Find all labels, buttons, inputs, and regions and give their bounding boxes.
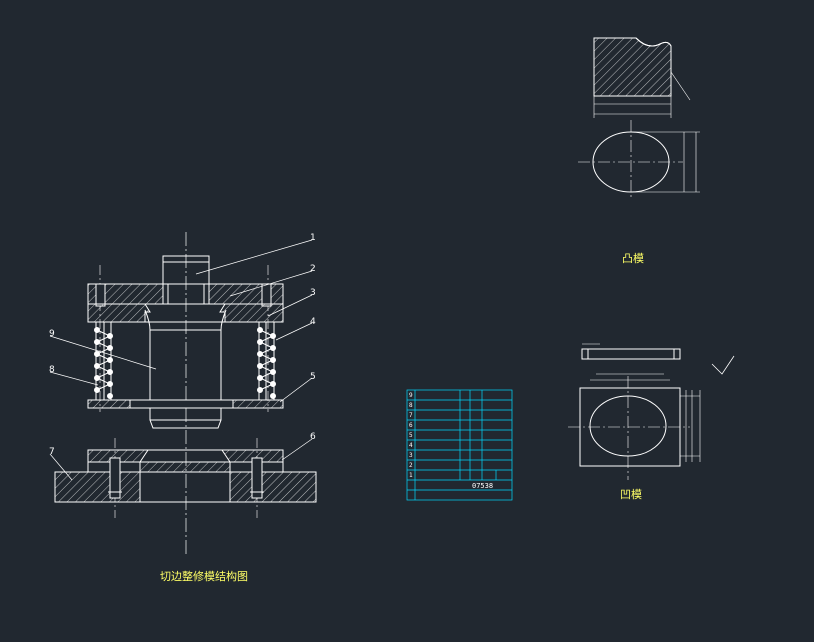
bom-row-num: 4	[409, 442, 413, 449]
caption-punch: 凸模	[622, 252, 644, 265]
spring-left	[94, 322, 113, 400]
bom-drawing-number: 07538	[472, 482, 494, 490]
bom-table	[406, 389, 513, 501]
bom-row-num: 3	[409, 452, 413, 459]
part-number-8: 8	[49, 365, 55, 375]
part-number-1: 1	[310, 233, 316, 243]
part-number-6: 6	[310, 432, 316, 442]
bom-row-num: 1	[409, 472, 413, 479]
part-number-4: 4	[310, 317, 316, 327]
caption-main: 切边整修模结构图	[160, 570, 248, 583]
spring-right	[257, 322, 276, 400]
part-number-2: 2	[310, 264, 316, 274]
assembly-view	[54, 232, 317, 555]
bom-row-num: 7	[409, 412, 413, 419]
bom-row-num: 9	[409, 392, 413, 399]
leader-lines	[49, 239, 313, 481]
part-number-5: 5	[310, 372, 316, 382]
bom-row-num: 6	[409, 422, 413, 429]
die-detail-view	[568, 343, 735, 480]
bom-row-num: 5	[409, 432, 413, 439]
bom-row-num: 2	[409, 462, 413, 469]
punch-body	[144, 309, 227, 429]
part-number-3: 3	[310, 288, 316, 298]
caption-die: 凹模	[620, 488, 642, 501]
upper-holder-plate	[87, 283, 284, 305]
lower-base	[54, 471, 317, 503]
bom-row-num: 8	[409, 402, 413, 409]
punch-detail-view	[578, 37, 700, 200]
part-number-9: 9	[49, 329, 55, 339]
part-number-7: 7	[49, 447, 55, 457]
